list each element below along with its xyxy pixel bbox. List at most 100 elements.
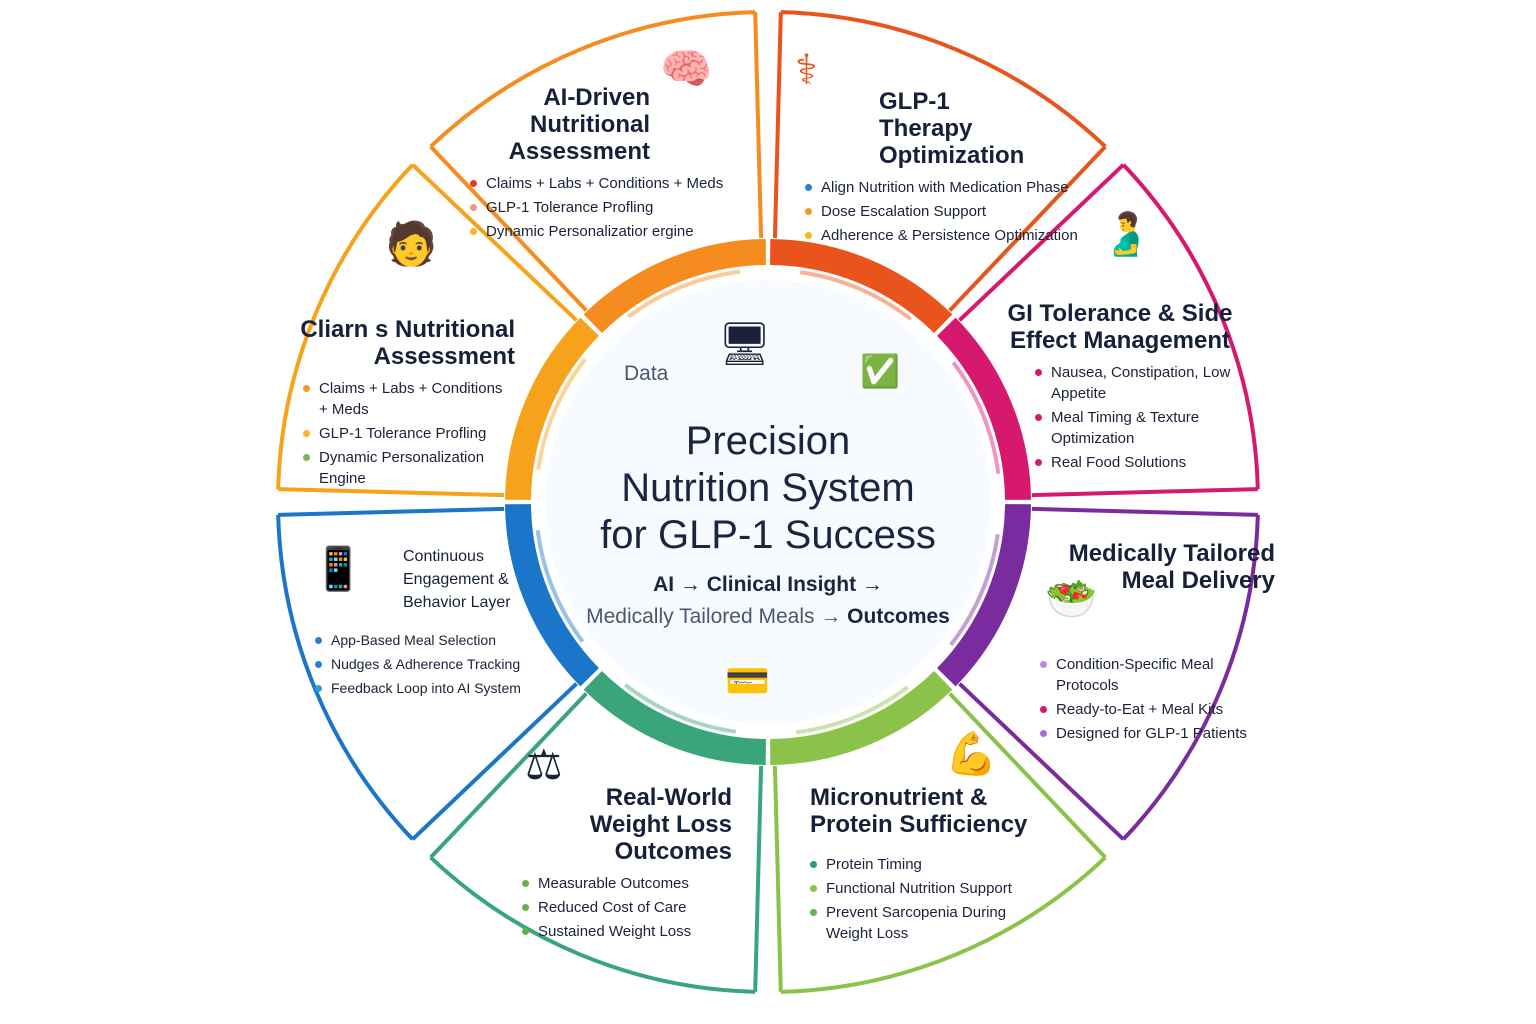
- bullet-item: Designed for GLP-1 Patients: [1040, 723, 1275, 744]
- center-hub: Precision Nutrition System for GLP-1 Suc…: [560, 418, 976, 629]
- section-weight: Real-World Weight Loss Outcomes Measurab…: [522, 784, 732, 945]
- divider-line: [429, 692, 588, 859]
- bullet-text: App-Based Meal Selection: [331, 632, 496, 648]
- computer-monitor-icon: 🖥: [718, 320, 772, 367]
- section-title: AI-Driven Nutritional Assessment: [508, 84, 650, 165]
- bullet-text: Sustained Weight Loss: [538, 923, 692, 940]
- bullet-dot: [805, 184, 812, 191]
- bullet-item: Dose Escalation Support: [805, 201, 1095, 222]
- section-micro: Micronutrient & Protein Sufficiency Prot…: [810, 784, 1040, 947]
- outer-arc: [780, 10, 1107, 149]
- divider-line: [411, 682, 578, 841]
- bullet-text: Protein Timing: [826, 856, 922, 873]
- bullet-text: Adherence & Persistence Optimization: [821, 227, 1078, 244]
- bullet-item: Real Food Solutions: [1035, 452, 1235, 473]
- bullet-item: Functional Nutrition Support: [810, 878, 1040, 899]
- outer-arc: [780, 855, 1107, 994]
- divider-line: [948, 692, 1107, 859]
- bullet-dot: [303, 454, 310, 461]
- divider-line: [1031, 487, 1258, 498]
- bullet-item: Nudges & Adherence Tracking: [315, 654, 540, 675]
- center-title-3: for GLP-1 Success: [600, 513, 936, 557]
- bullet-text: Dynamic Personalization Engine: [319, 449, 485, 487]
- bullet-text: Functional Nutrition Support: [826, 880, 1012, 897]
- bullet-item: Feedback Loop into AI System: [315, 678, 540, 699]
- bullet-dot: [1035, 459, 1042, 466]
- data-label: Data: [624, 362, 669, 385]
- outer-arc: [1121, 514, 1260, 841]
- section-title: Micronutrient & Protein Sufficiency: [810, 784, 1028, 838]
- bullet-dot: [1035, 369, 1042, 376]
- bullet-item: GLP-1 Tolerance Profling: [303, 423, 515, 444]
- flow-arrow: [796, 685, 909, 735]
- muscle-icon: 💪: [945, 730, 998, 777]
- bullet-item: Meal Timing & Texture Optimization: [1035, 407, 1235, 449]
- bullet-item: App-Based Meal Selection: [315, 630, 540, 651]
- divider-line: [753, 765, 764, 992]
- section-title: GLP-1 Therapy Optimization: [879, 88, 1025, 169]
- divider-line: [278, 487, 505, 498]
- section-ai: AI-Driven Nutritional Assessment Claims …: [470, 84, 750, 245]
- flow-arrow: [623, 683, 736, 734]
- bullet-text: Designed for GLP-1 Patients: [1056, 725, 1247, 742]
- bullet-text: Ready-to-Eat + Meal Kits: [1056, 701, 1224, 718]
- divider-line: [429, 145, 588, 312]
- bullet-text: Claims + Labs + Conditions + Meds: [319, 380, 503, 418]
- check-badge-icon: ✅: [860, 353, 900, 389]
- bullet-item: GLP-1 Tolerance Profling: [470, 197, 750, 218]
- flow-arrow: [800, 270, 913, 321]
- section-title: Cliarn s Nutritional Assessment: [300, 316, 515, 370]
- bullet-item: Claims + Labs + Conditions + Meds: [303, 378, 515, 420]
- bullet-dot: [303, 385, 310, 392]
- section-title: Real-World Weight Loss Outcomes: [589, 784, 732, 865]
- bullet-item: Nausea, Constipation, Low Appetite: [1035, 362, 1235, 404]
- bullet-text: GLP-1 Tolerance Profling: [486, 199, 654, 216]
- inner-ring-segment: [769, 239, 953, 334]
- bullet-dot: [1040, 661, 1047, 668]
- bullet-text: GLP-1 Tolerance Profling: [319, 425, 487, 442]
- bullet-text: Claims + Labs + Conditions + Meds: [486, 175, 724, 192]
- bullet-item: Align Nutrition with Medication Phase: [805, 177, 1095, 198]
- bullet-item: Dynamic Personalization Engine: [303, 447, 515, 489]
- divider-line: [772, 12, 783, 239]
- section-clinical: Cliarn s Nutritional Assessment Claims +…: [285, 316, 515, 492]
- flow-line-2: Medically Tailored Meals → Outcomes: [560, 605, 976, 629]
- bullet-dot: [810, 885, 817, 892]
- bullet-dot: [470, 204, 477, 211]
- inner-ring-segment: [936, 317, 1031, 501]
- bullet-dot: [805, 232, 812, 239]
- flow-arrow: [949, 534, 1000, 647]
- divider-line: [958, 682, 1125, 841]
- patient-heart-icon: 🧑: [385, 220, 438, 267]
- bullet-text: Feedback Loop into AI System: [331, 680, 521, 696]
- bullet-dot: [522, 928, 529, 935]
- bullet-text: Real Food Solutions: [1051, 454, 1187, 471]
- outer-arc: [429, 855, 756, 994]
- bullet-item: Claims + Labs + Conditions + Meds: [470, 173, 750, 194]
- bullet-text: Measurable Outcomes: [538, 875, 689, 892]
- flow-arrow: [951, 361, 1001, 474]
- bullet-dot: [1040, 730, 1047, 737]
- bullet-text: Prevent Sarcopenia During Weight Loss: [826, 904, 1007, 942]
- bullet-item: Reduced Cost of Care: [522, 897, 732, 918]
- ai-brain-icon: 🧠: [660, 45, 713, 92]
- bullet-text: Align Nutrition with Medication Phase: [821, 179, 1069, 196]
- bullet-item: Dynamic Personalizatior ergine: [470, 221, 750, 242]
- inner-ring-segment: [505, 503, 600, 687]
- meal-card-icon: 💳: [725, 660, 770, 701]
- bullet-dot: [1040, 706, 1047, 713]
- bullet-text: Nausea, Constipation, Low Appetite: [1051, 364, 1231, 402]
- bullet-text: Dynamic Personalizatior ergine: [486, 223, 694, 240]
- bullet-item: Sustained Weight Loss: [522, 921, 732, 942]
- section-glp1: GLP-1 Therapy Optimization Align Nutriti…: [805, 88, 1095, 249]
- inner-ring-segment: [769, 670, 953, 765]
- bullet-dot: [315, 661, 322, 668]
- outer-arc: [429, 10, 756, 149]
- bullet-dot: [315, 685, 322, 692]
- section-title: GI Tolerance & Side Effect Management: [1007, 300, 1233, 354]
